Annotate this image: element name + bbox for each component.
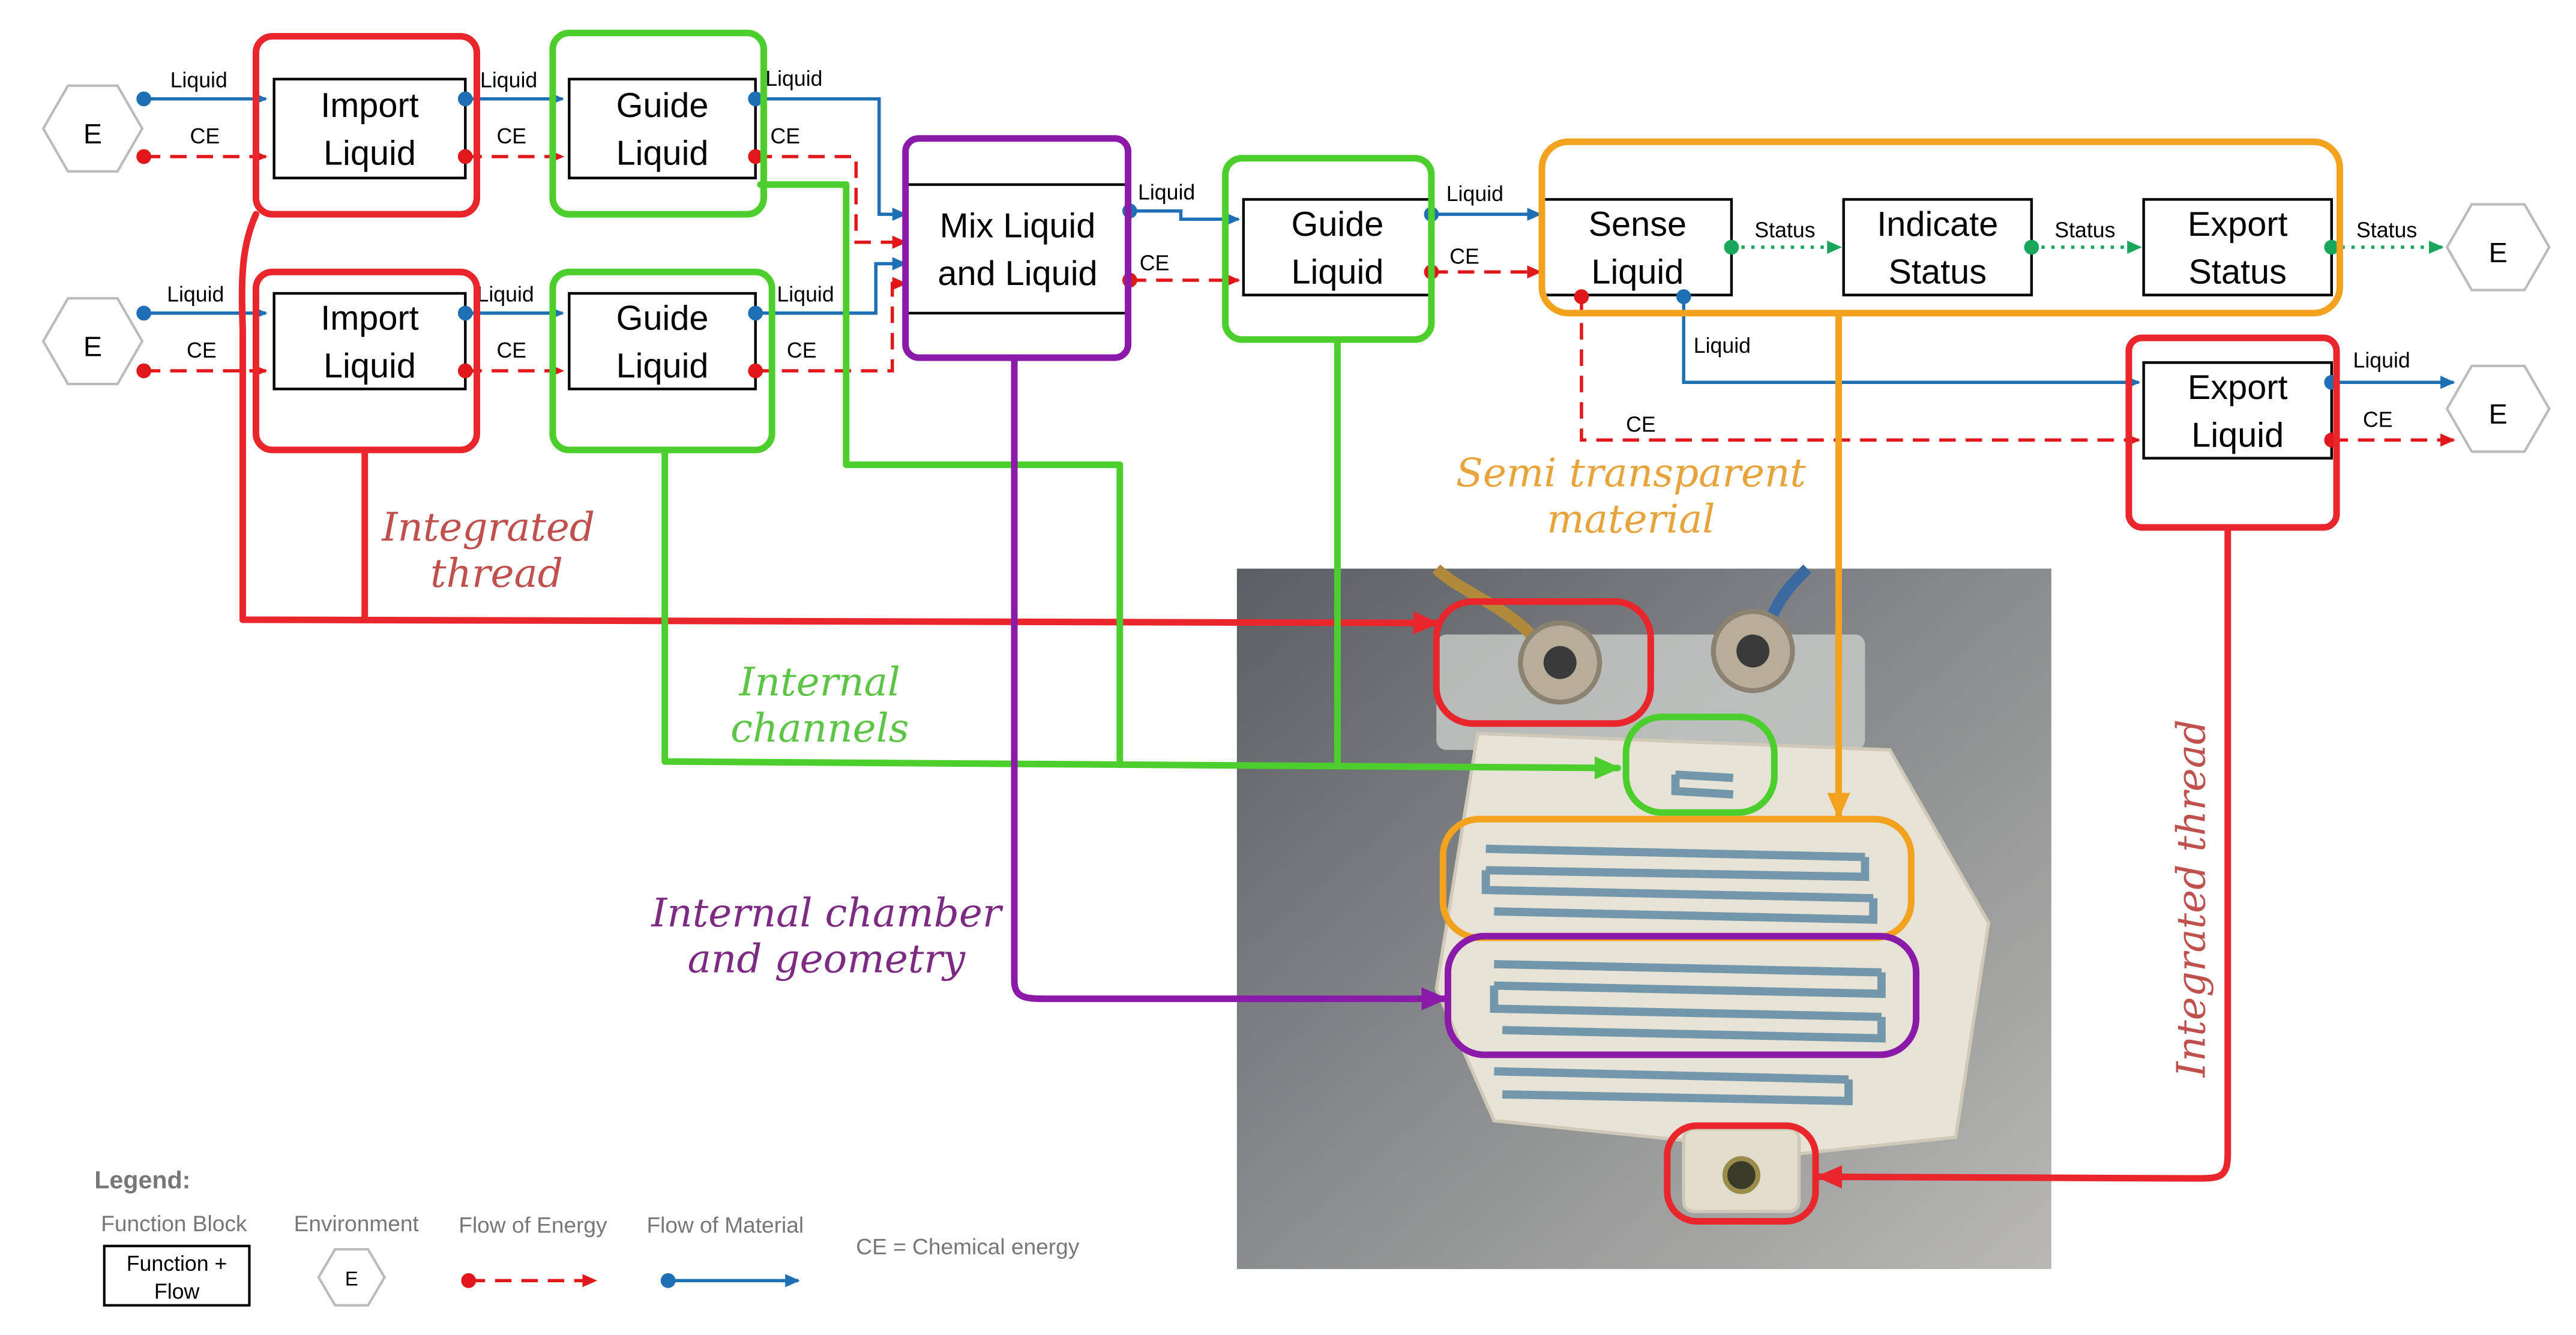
flow-label-liquid: Liquid: [2353, 349, 2410, 373]
legend-function-block-text-2: Flow: [154, 1280, 200, 1304]
function-block-label: Export: [2188, 205, 2288, 244]
function-block-label: Liquid: [1291, 253, 1383, 291]
legend-title: Legend:: [94, 1166, 190, 1194]
photo-chamber-outline: [1444, 932, 1920, 1058]
legend: Legend: Function Block Function + Flow E…: [94, 1166, 1080, 1307]
flow-label-status: Status: [2356, 218, 2417, 242]
annotation-semi-transparent-line2: material: [1547, 496, 1715, 542]
function-block-label: Guide: [1291, 205, 1383, 244]
function-block-label: Import: [320, 299, 418, 337]
photo-fittings-outline: [1433, 598, 1654, 727]
function-block-mix: Mix Liquid and Liquid: [904, 183, 1131, 315]
annotation-integrated-thread-vertical: Integrated thread: [2168, 719, 2214, 1078]
flow-label-ce: CE: [1449, 245, 1479, 269]
legend-function-block-label: Function Block: [101, 1211, 247, 1236]
function-block-label: Liquid: [324, 347, 416, 385]
function-block-label: Status: [1889, 253, 1987, 291]
function-block-label: Liquid: [1591, 253, 1684, 291]
function-block-label: Mix Liquid: [940, 207, 1096, 245]
flow-label-ce: CE: [187, 338, 217, 362]
flow-label-liquid: Liquid: [167, 283, 224, 307]
annotation-internal-channels-line2: channels: [730, 705, 909, 751]
function-block-label: Status: [2188, 253, 2287, 291]
function-block-label: Import: [320, 86, 418, 125]
env-label: E: [2489, 237, 2508, 268]
flow-label-liquid: Liquid: [1138, 180, 1195, 204]
flow-label-ce: CE: [496, 124, 526, 148]
annotations: Integrated thread Internal channels Inte…: [381, 449, 2214, 1078]
environment-e-right-liquid: E: [2445, 364, 2551, 453]
env-label: E: [2489, 398, 2508, 430]
guide-outline-3: [1222, 155, 1435, 343]
photo-channel-outline: [1622, 713, 1778, 816]
legend-function-block-sample: [103, 1244, 251, 1307]
flow-label-liquid: Liquid: [477, 283, 534, 307]
flow-label-ce: CE: [190, 124, 220, 148]
function-block-label: Liquid: [616, 347, 709, 385]
flow-label-ce: CE: [1626, 413, 1656, 437]
flow-label-status: Status: [1754, 218, 1815, 242]
photo-bottom-thread-outline: [1664, 1122, 1819, 1225]
legend-energy-label: Flow of Energy: [459, 1213, 607, 1238]
function-block-label: Guide: [616, 86, 709, 125]
function-block-label: Liquid: [2191, 416, 2284, 454]
legend-environment-label: Environment: [294, 1211, 420, 1236]
device-photo: [1236, 564, 2051, 1270]
function-block-label: Sense: [1589, 205, 1687, 244]
annotation-internal-channels-line1: Internal: [739, 659, 900, 705]
flow-label-liquid: Liquid: [765, 67, 822, 91]
function-block-label: Guide: [616, 299, 709, 337]
legend-environment-hexagon: [317, 1248, 387, 1307]
function-block-label: Indicate: [1877, 205, 1998, 244]
flow-label-liquid: Liquid: [777, 283, 834, 307]
flow-label-ce: CE: [1140, 251, 1170, 275]
legend-function-block-text-1: Function +: [127, 1252, 227, 1276]
function-block-label: Liquid: [324, 134, 416, 173]
function-block-label: and Liquid: [937, 254, 1097, 293]
legend-material-label: Flow of Material: [646, 1213, 804, 1238]
environment-e-right-status: E: [2445, 203, 2551, 292]
annotation-integrated-thread-line1: Integrated: [381, 504, 595, 550]
flows: Liquid CE Liquid CE Liquid CE Liquid CE …: [136, 67, 2455, 448]
environment-e-mid-left: E: [41, 297, 144, 386]
import-outline-1: [252, 32, 481, 218]
flow-label-liquid: Liquid: [1446, 182, 1503, 206]
guide-outline-1: [549, 29, 767, 218]
flow-label-liquid: Liquid: [170, 68, 227, 92]
flow-label-status: Status: [2054, 218, 2115, 242]
flow-label-ce: CE: [787, 338, 817, 362]
annotation-integrated-thread-line2: thread: [430, 550, 563, 596]
env-label: E: [83, 118, 102, 149]
flow-label-ce: CE: [770, 124, 800, 148]
annotation-internal-chamber-line1: Internal chamber: [651, 890, 1004, 936]
legend-environment-sample: E: [345, 1268, 358, 1290]
export-liquid-outline: [2125, 334, 2340, 531]
status-outline: [1538, 138, 2344, 317]
legend-ce-note: CE = Chemical energy: [856, 1234, 1079, 1259]
annotation-internal-chamber-line2: and geometry: [688, 936, 966, 982]
flow-label-liquid: Liquid: [480, 68, 537, 92]
function-block-label: Liquid: [616, 134, 709, 173]
flow-label-ce: CE: [496, 338, 526, 362]
env-label: E: [83, 331, 102, 362]
annotation-semi-transparent-line1: Semi transparent: [1456, 449, 1807, 496]
highlight-outlines: [238, 29, 2344, 1225]
flow-label-ce: CE: [2363, 407, 2393, 431]
environment-e-top-left: E: [41, 84, 144, 173]
flow-label-liquid: Liquid: [1694, 334, 1751, 358]
function-blocks: ImportLiquidGuideLiquidImportLiquidGuide…: [272, 77, 2333, 460]
function-block-label: Export: [2188, 368, 2288, 407]
